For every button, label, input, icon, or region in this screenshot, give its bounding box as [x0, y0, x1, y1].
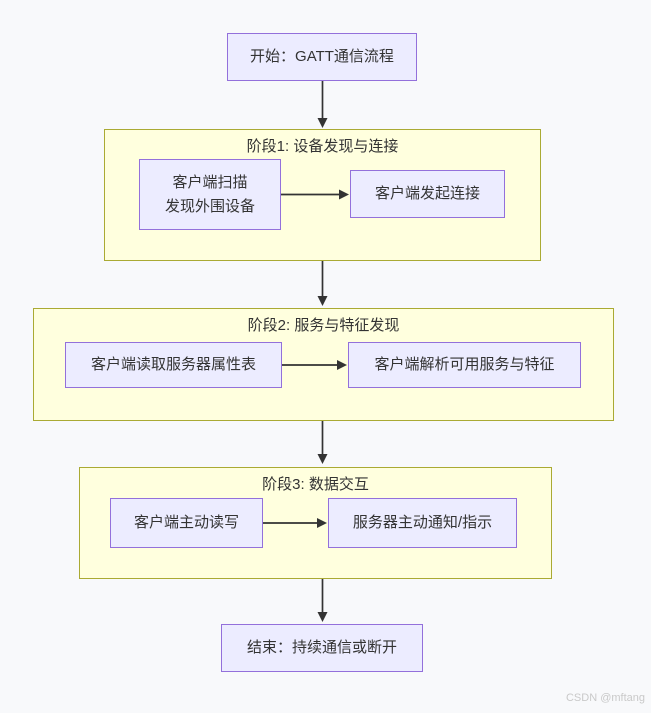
- node-start-label: 开始：GATT通信流程: [250, 48, 394, 66]
- node-connect-label: 客户端发起连接: [374, 185, 480, 203]
- node-parse: 客户端解析可用服务与特征: [348, 342, 581, 388]
- node-notify-label: 服务器主动通知/指示: [352, 514, 493, 532]
- node-end: 结束：持续通信或断开: [221, 624, 423, 672]
- node-scan-line2: 发现外围设备: [164, 197, 255, 215]
- node-scan: 客户端扫描 发现外围设备: [139, 159, 281, 230]
- node-read-write: 客户端主动读写: [110, 498, 263, 548]
- group-stage2-title: 阶段2: 服务与特征发现: [247, 317, 400, 334]
- node-scan-line1: 客户端扫描: [172, 174, 248, 192]
- node-read-write-label: 客户端主动读写: [133, 514, 239, 532]
- edge-start-stage1-arrowhead-icon: [317, 118, 328, 128]
- node-end-label: 结束：持续通信或断开: [246, 639, 397, 657]
- node-connect: 客户端发起连接: [350, 170, 505, 218]
- edge-stage1-stage2-arrowhead-icon: [317, 296, 328, 306]
- node-parse-label: 客户端解析可用服务与特征: [374, 356, 555, 374]
- node-read-attr-label: 客户端读取服务器属性表: [90, 356, 256, 374]
- node-read-attr: 客户端读取服务器属性表: [65, 342, 282, 388]
- node-notify: 服务器主动通知/指示: [328, 498, 517, 548]
- group-stage1-title: 阶段1: 设备发现与连接: [246, 138, 399, 155]
- edge-stage2-stage3-arrowhead-icon: [317, 454, 328, 464]
- watermark: CSDN @mftang: [565, 692, 645, 704]
- group-stage3-title: 阶段3: 数据交互: [262, 476, 369, 493]
- node-start: 开始：GATT通信流程: [227, 33, 417, 81]
- edge-stage3-end-arrowhead-icon: [317, 612, 328, 622]
